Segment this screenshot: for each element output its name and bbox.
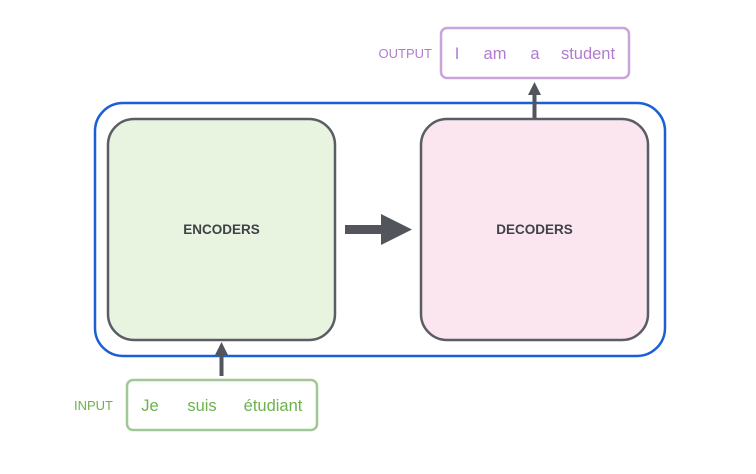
encoders-label: ENCODERS	[183, 222, 260, 237]
input-box	[125, 378, 319, 432]
output-token: student	[561, 45, 616, 63]
output-token: I	[455, 45, 460, 63]
decoders-label: DECODERS	[496, 222, 573, 237]
output-token: a	[530, 45, 540, 63]
decoder-to-output-arrow	[528, 82, 541, 118]
encoder-to-decoder-arrow	[345, 214, 412, 245]
decoders-block	[419, 117, 650, 342]
encoders-block	[106, 117, 337, 342]
input-label: INPUT	[74, 398, 113, 413]
input-to-encoder-arrow	[215, 342, 228, 376]
output-label: OUTPUT	[379, 46, 433, 61]
output-box	[439, 26, 631, 80]
input-token: étudiant	[244, 397, 303, 415]
input-token: Je	[141, 397, 158, 415]
input-token: suis	[187, 397, 216, 415]
model-container	[93, 101, 667, 358]
output-token: am	[484, 45, 507, 63]
